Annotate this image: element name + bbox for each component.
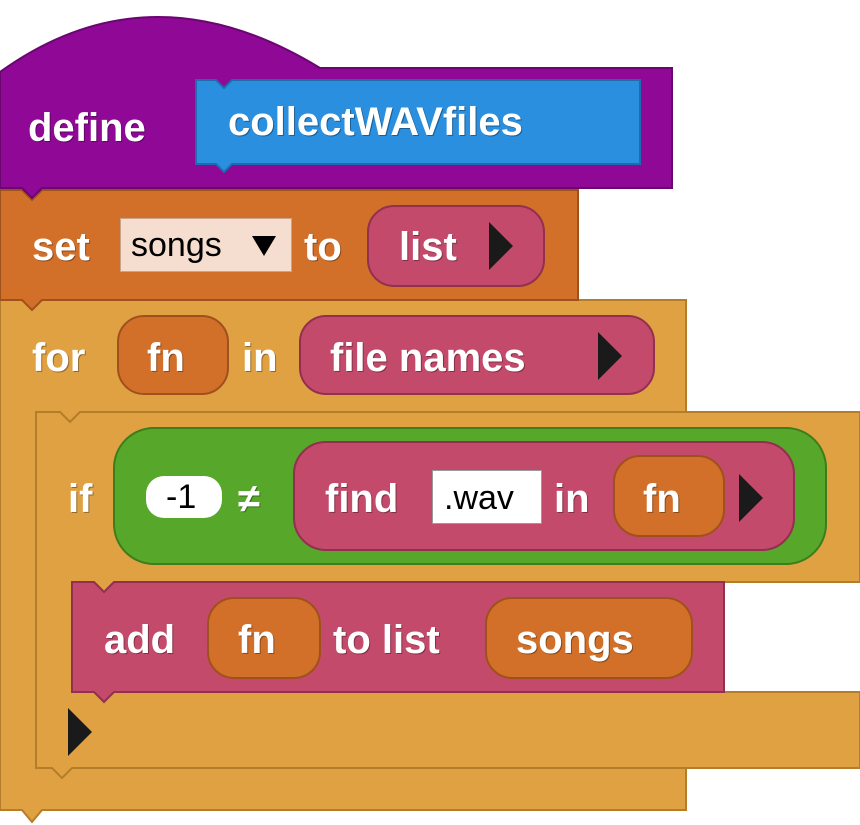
if-keyword: if bbox=[68, 477, 93, 521]
number-slot[interactable] bbox=[146, 476, 222, 518]
add-item-label: fn bbox=[238, 618, 276, 662]
right-arrow-icon[interactable] bbox=[68, 708, 92, 756]
right-arrow-icon[interactable] bbox=[739, 474, 763, 522]
add-list-oval[interactable] bbox=[485, 597, 693, 679]
right-arrow-icon[interactable] bbox=[489, 222, 513, 270]
find-var-oval[interactable] bbox=[613, 455, 725, 537]
add-keyword: add bbox=[104, 618, 176, 662]
list-reporter-label: list bbox=[399, 225, 457, 269]
find-in-label: in bbox=[554, 477, 590, 521]
for-in-label: in bbox=[242, 336, 278, 380]
variable-dropdown-label: songs bbox=[131, 226, 222, 264]
add-item-oval[interactable] bbox=[207, 597, 321, 679]
find-var-label: fn bbox=[643, 477, 681, 521]
find-text-field[interactable] bbox=[432, 470, 542, 524]
for-var-oval[interactable] bbox=[117, 315, 229, 395]
find-text-value: .wav bbox=[444, 479, 514, 517]
to-list-label: to list bbox=[333, 618, 440, 662]
set-keyword: set bbox=[32, 225, 90, 269]
file-names-reporter[interactable] bbox=[299, 315, 655, 395]
file-names-label: file names bbox=[330, 336, 526, 380]
for-var-label: fn bbox=[147, 336, 185, 380]
for-keyword: for bbox=[32, 336, 86, 380]
set-to-label: to bbox=[304, 225, 342, 269]
add-list-label: songs bbox=[516, 618, 634, 662]
custom-block-name[interactable] bbox=[195, 79, 641, 174]
not-equal-sign: ≠ bbox=[238, 477, 260, 521]
find-label: find bbox=[325, 477, 399, 521]
right-arrow-icon[interactable] bbox=[598, 332, 622, 380]
custom-block-label: collectWAVfiles bbox=[228, 100, 523, 144]
triangle-down-icon[interactable] bbox=[252, 236, 276, 256]
number-slot-value: -1 bbox=[166, 478, 197, 516]
define-keyword: define bbox=[28, 106, 146, 150]
